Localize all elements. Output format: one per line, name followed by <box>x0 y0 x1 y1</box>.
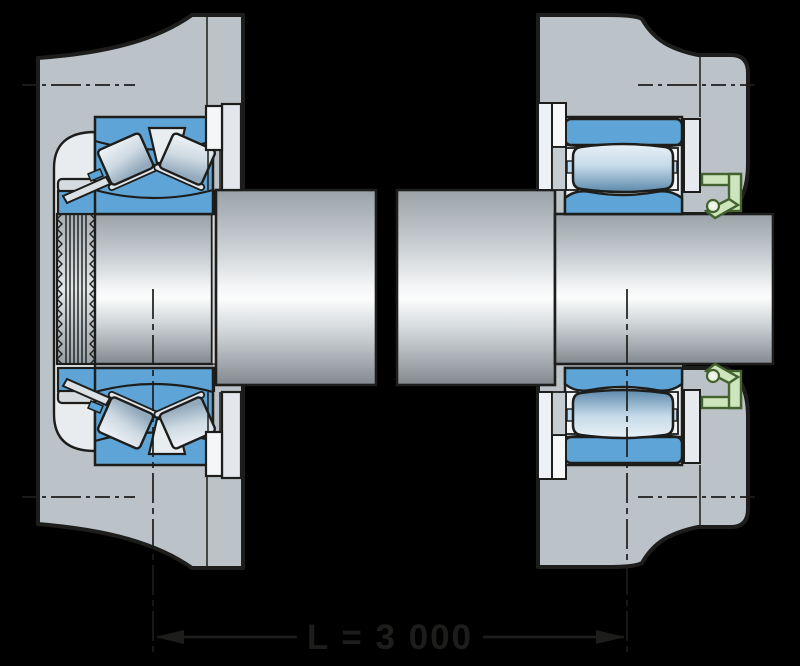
left-cover-ring <box>220 102 243 192</box>
outer-ring <box>563 117 684 147</box>
dimension: L = 3 000 <box>155 618 625 657</box>
shaft-right-midspan <box>395 188 557 387</box>
bolt-centerlines <box>22 84 755 498</box>
top-half-components <box>56 16 743 220</box>
shaft-right-bearing-seat <box>553 212 775 366</box>
right-cover-white-ring <box>551 102 567 148</box>
dimension-label: L = 3 000 <box>307 618 473 657</box>
left-retaining-ring <box>204 104 224 152</box>
inner-raceway-line <box>94 188 214 200</box>
right-cover-outer-strip <box>537 102 553 191</box>
arrow-left-icon <box>155 630 184 644</box>
shaft-left-midspan <box>214 188 378 387</box>
extension-lines <box>152 289 628 657</box>
toroidal-roller <box>571 142 675 194</box>
radial-shaft-seal <box>700 172 743 220</box>
arrow-right-icon <box>596 630 625 644</box>
right-cover-spacer <box>551 146 567 191</box>
left-cover-split-lines <box>207 150 221 190</box>
lock-washer-blue-tab <box>87 168 104 182</box>
spherical-roller-left <box>96 132 160 192</box>
lock-washer-tab <box>61 175 112 205</box>
spherical-roller-right <box>153 132 217 192</box>
inner-ring <box>563 190 684 216</box>
right-retaining-ring <box>683 118 701 193</box>
adapter-sleeve-thread <box>55 212 97 366</box>
